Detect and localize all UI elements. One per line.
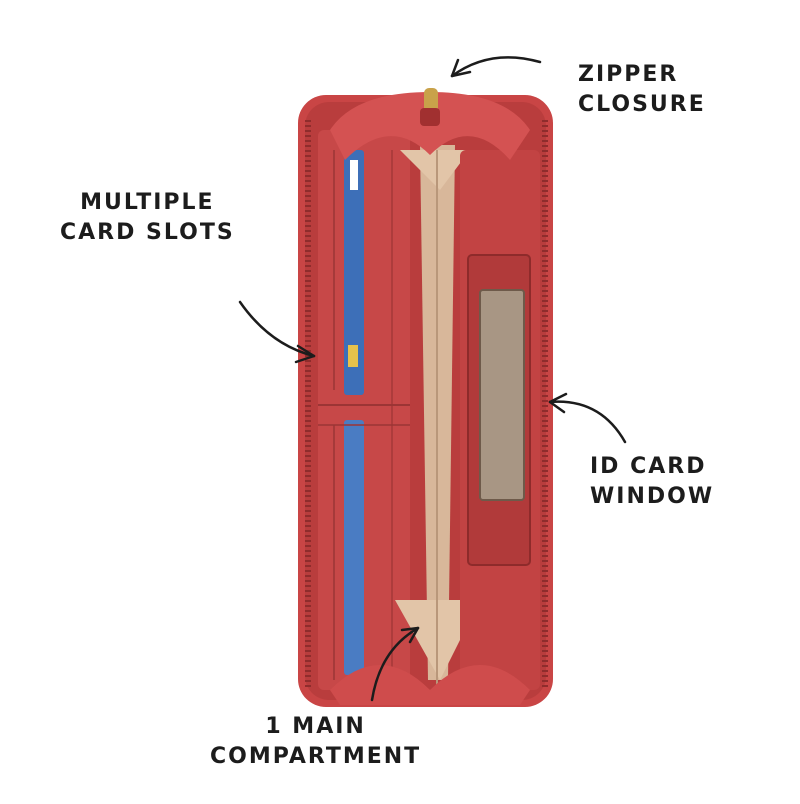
id-window-panel [460, 150, 540, 690]
label-id-line1: ID CARD [590, 454, 707, 479]
label-card-slots: MULTIPLE CARD SLOTS [60, 188, 235, 248]
arrow-id-window [548, 392, 627, 444]
label-main-line2: COMPARTMENT [210, 744, 422, 769]
label-id-line2: WINDOW [590, 484, 715, 509]
label-main-compartment: 1 MAIN COMPARTMENT [210, 712, 421, 772]
label-cards-line2: CARD SLOTS [60, 220, 235, 245]
label-zipper-closure: ZIPPER CLOSURE [578, 60, 706, 120]
card-slot-panel [318, 130, 410, 690]
bottom-fold [330, 665, 530, 705]
label-id-window: ID CARD WINDOW [590, 452, 714, 512]
arrow-card-slots [238, 300, 316, 364]
label-zipper-line2: CLOSURE [578, 92, 706, 117]
label-zipper-line1: ZIPPER [578, 62, 679, 87]
arrow-zipper [450, 56, 542, 78]
center-divider [395, 145, 480, 690]
zipper-closure [330, 88, 530, 160]
card-upper [344, 150, 364, 395]
card-lower [344, 420, 364, 675]
id-card-window [479, 289, 525, 501]
label-main-line1: 1 MAIN [265, 714, 366, 739]
arrow-main-compartment [370, 626, 420, 702]
label-cards-line1: MULTIPLE [80, 190, 215, 215]
